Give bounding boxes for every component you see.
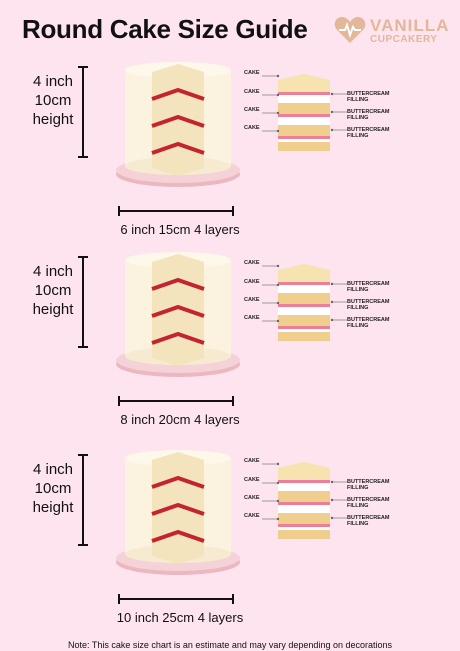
filling-label-line2: FILLING	[347, 305, 369, 311]
cake-layer-label: CAKE	[244, 458, 260, 464]
filling-label-line1: BUTTERCREAM	[347, 515, 390, 521]
cake-layer-label: CAKE	[244, 89, 260, 95]
pointer-line-icon	[262, 517, 280, 521]
cake-slice-icon	[276, 462, 332, 545]
diameter-bracket	[118, 206, 234, 216]
page-title: Round Cake Size Guide	[22, 14, 308, 44]
height-bracket	[78, 454, 88, 546]
size-label: 8 inch 20cm 4 layers	[120, 412, 240, 427]
height-label-line: 10cm	[34, 282, 72, 299]
pointer-line-icon	[262, 319, 280, 323]
height-label: 4 inch 10cm height	[28, 72, 78, 129]
size-label: 10 inch 25cm 4 layers	[116, 610, 244, 625]
pointer-line-icon	[330, 128, 347, 132]
pointer-line-icon	[262, 481, 280, 485]
filling-label-line1: BUTTERCREAM	[347, 109, 390, 115]
pointer-line-icon	[262, 111, 280, 115]
cake-section-2: 4 inch 10cm height 8 inch 20cm 4 layers CA…	[0, 250, 460, 446]
cake-slice-icon	[276, 264, 332, 347]
pointer-line-icon	[330, 516, 347, 520]
cake-layer-label: CAKE	[244, 260, 260, 266]
filling-label-line2: FILLING	[347, 133, 369, 139]
height-label-line: 4 inch	[32, 263, 74, 280]
pointer-line-icon	[330, 92, 347, 96]
heart-logo-icon	[334, 17, 366, 43]
cake-layer-label: CAKE	[244, 495, 260, 501]
cake-illustration-icon	[110, 448, 250, 583]
height-label-line: 10cm	[34, 92, 72, 109]
cake-layer-label: CAKE	[244, 297, 260, 303]
filling-label-line1: BUTTERCREAM	[347, 91, 390, 97]
cake-layer-label: CAKE	[244, 70, 260, 76]
pointer-line-icon	[262, 462, 280, 466]
size-label: 6 inch 15cm 4 layers	[120, 222, 240, 237]
pointer-line-icon	[330, 318, 347, 322]
pointer-line-icon	[262, 499, 280, 503]
pointer-line-icon	[330, 282, 347, 286]
filling-label-line2: FILLING	[347, 503, 369, 509]
filling-label-line2: FILLING	[347, 287, 369, 293]
filling-label-line1: BUTTERCREAM	[347, 479, 390, 485]
filling-label-line1: BUTTERCREAM	[347, 497, 390, 503]
height-label-line: height	[32, 301, 74, 318]
pointer-line-icon	[262, 93, 280, 97]
pointer-line-icon	[262, 283, 280, 287]
cake-layer-label: CAKE	[244, 279, 260, 285]
pointer-line-icon	[330, 480, 347, 484]
filling-label-line1: BUTTERCREAM	[347, 281, 390, 287]
filling-label-line1: BUTTERCREAM	[347, 127, 390, 133]
logo-line1: VANILLA	[370, 16, 450, 35]
logo-line2: CUPCAKERY	[370, 34, 438, 45]
height-label-line: 10cm	[34, 480, 72, 497]
height-label-line: height	[32, 499, 74, 516]
pointer-line-icon	[262, 129, 280, 133]
cake-layer-label: CAKE	[244, 477, 260, 483]
filling-label-line1: BUTTERCREAM	[347, 299, 390, 305]
brand-logo: VANILLA CUPCAKERY	[334, 14, 454, 48]
cake-illustration-icon	[110, 250, 250, 385]
cake-slice-icon	[276, 74, 332, 157]
pointer-line-icon	[262, 74, 280, 78]
diameter-bracket	[118, 594, 234, 604]
filling-label-line2: FILLING	[347, 115, 369, 121]
filling-label-line2: FILLING	[347, 97, 369, 103]
footnote: Note: This cake size chart is an estimat…	[67, 640, 392, 650]
cake-illustration-icon	[110, 60, 250, 195]
height-label-line: 4 inch	[32, 73, 74, 90]
height-label: 4 inch 10cm height	[28, 262, 78, 319]
pointer-line-icon	[330, 300, 347, 304]
height-label-line: 4 inch	[32, 461, 74, 478]
filling-label-line1: BUTTERCREAM	[347, 317, 390, 323]
diameter-bracket	[118, 396, 234, 406]
cake-layer-label: CAKE	[244, 315, 260, 321]
pointer-line-icon	[262, 301, 280, 305]
pointer-line-icon	[262, 264, 280, 268]
height-label-line: height	[32, 111, 74, 128]
cake-section-3: 4 inch 10cm height 10 inch 25cm 4 layers C…	[0, 448, 460, 644]
filling-label-line2: FILLING	[347, 521, 369, 527]
filling-label-line2: FILLING	[347, 485, 369, 491]
filling-label-line2: FILLING	[347, 323, 369, 329]
pointer-line-icon	[330, 498, 347, 502]
cake-section-1: 4 inch 10cm height 6 inch 15cm 4 layers CA…	[0, 60, 460, 256]
height-bracket	[78, 256, 88, 348]
height-label: 4 inch 10cm height	[28, 460, 78, 517]
pointer-line-icon	[330, 110, 347, 114]
cake-layer-label: CAKE	[244, 107, 260, 113]
cake-layer-label: CAKE	[244, 513, 260, 519]
height-bracket	[78, 66, 88, 158]
cake-layer-label: CAKE	[244, 125, 260, 131]
